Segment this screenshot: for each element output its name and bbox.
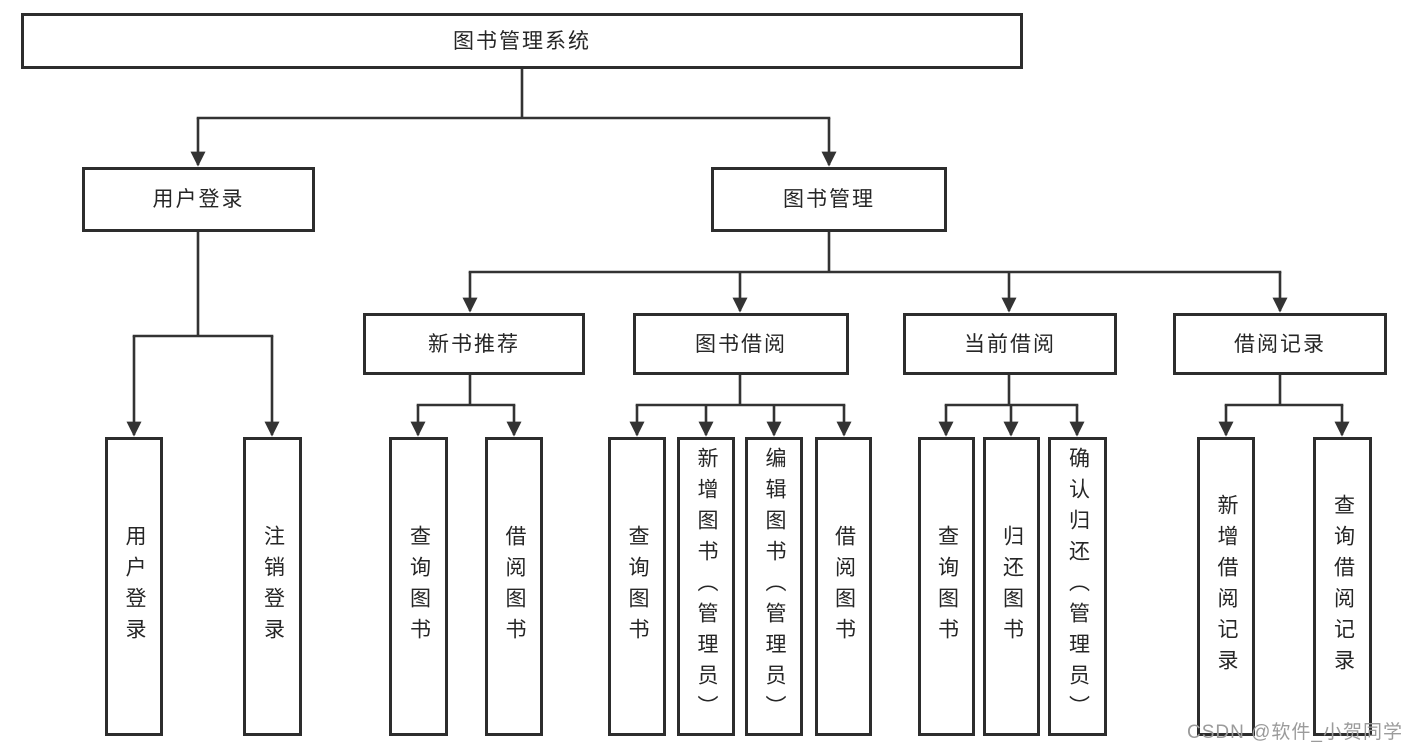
node-new-book-recommend: 新书推荐 [363, 313, 585, 375]
leaf-current-return-books: 归还图书 [983, 437, 1040, 736]
leaf-current-query-books: 查询图书 [918, 437, 975, 736]
node-book-borrow: 图书借阅 [633, 313, 849, 375]
leaf-user-login: 用户登录 [105, 437, 163, 736]
leaf-logout: 注销登录 [243, 437, 302, 736]
node-current-borrow: 当前借阅 [903, 313, 1117, 375]
node-user-login-group: 用户登录 [82, 167, 315, 232]
leaf-current-confirm-return-admin: 确认归还（管理员） [1048, 437, 1107, 736]
leaf-borrow-query-books: 查询图书 [608, 437, 666, 736]
leaf-borrow-add-books-admin: 新增图书（管理员） [677, 437, 735, 736]
leaf-records-add-record: 新增借阅记录 [1197, 437, 1255, 736]
leaf-recommend-query-books: 查询图书 [389, 437, 448, 736]
csdn-watermark: CSDN @软件_小贺同学 [1187, 722, 1403, 743]
node-borrow-records: 借阅记录 [1173, 313, 1387, 375]
node-library-system: 图书管理系统 [21, 13, 1023, 69]
node-book-management: 图书管理 [711, 167, 947, 232]
leaf-recommend-borrow-books: 借阅图书 [485, 437, 543, 736]
leaf-borrow-borrow-books: 借阅图书 [815, 437, 872, 736]
leaf-records-query-record: 查询借阅记录 [1313, 437, 1372, 736]
leaf-borrow-edit-books-admin: 编辑图书（管理员） [745, 437, 803, 736]
